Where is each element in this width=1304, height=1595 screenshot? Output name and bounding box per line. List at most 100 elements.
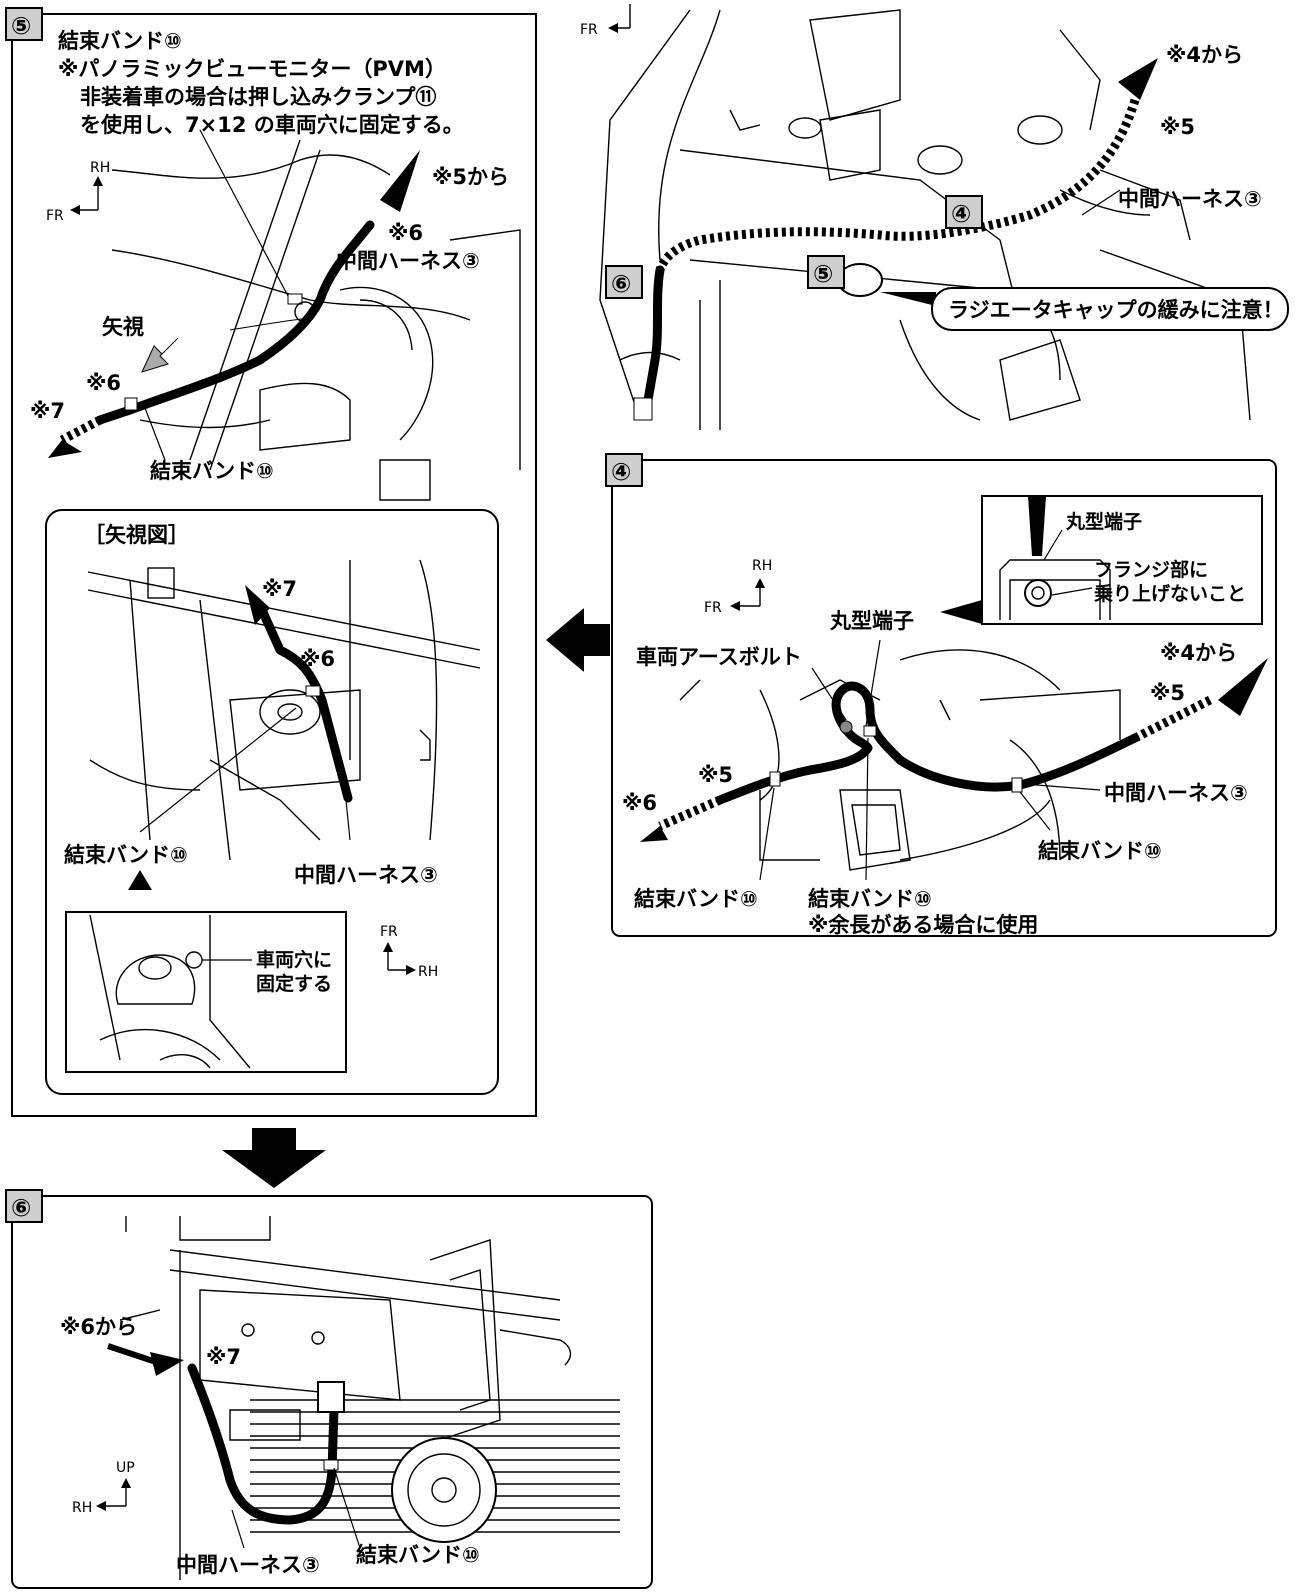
inset-flange-line2: 乗り上げないこと [1094,583,1246,605]
step6-from6: ※6から [60,1315,137,1339]
panel-step-6: ⑥ [5,1189,653,1589]
step5-dir-rh: RH [90,160,110,176]
caution-callout [931,287,1289,331]
panel-step-5: ⑤ 結束バンド⑩ ※パノラミックビューモニター（PVM） 非装着車の場合は押し込… [5,7,537,1117]
step-5-badge [5,7,43,41]
arrow-view-direction-indicator: FR RH [380,924,438,980]
step5-mark7: ※7 [30,399,65,423]
step4-harness-label: 中間ハーネス③ [1104,781,1248,805]
step4-band-right-label: 結束バンド⑩ [1038,839,1162,863]
step5-to7-arrow [48,440,82,458]
overview-harness-leader [1081,189,1121,216]
step-6-number: ⑥ [11,1194,31,1222]
arrow-view-lineart [87,559,481,861]
arrow-view-band-leader [139,707,297,833]
step5-note-line3: を使用し、7×12 の車両穴に固定する。 [80,113,464,137]
step5-note-line2: 非装着車の場合は押し込みクランプ⑪ [80,85,436,109]
caution-pointer [880,292,936,306]
arrow-view-frame [45,509,499,1095]
overview-connector [633,397,653,421]
terminal-leader [865,639,881,727]
step5-harness-path [95,220,375,425]
step5-vehicle-lineart [111,139,521,501]
overview-num5: ⑤ [813,260,833,288]
step4-terminal-label: 丸型端子 [829,609,914,633]
step6-mark7: ※7 [206,1345,241,1369]
caution-text: ラジエータキャップの緩みに注意！ [948,298,1284,322]
earth-bolt-icon [839,720,853,734]
panel-overview: FR ※4から [580,4,1289,430]
horn-center [431,1477,457,1503]
step4-direction-indicator: RH FR [704,558,772,616]
arrow-view-harness [257,605,353,803]
step4-from4-arrow [1218,658,1268,716]
step4-from4: ※4から [1160,641,1237,665]
arrow-view-mark7: ※7 [262,577,297,601]
inset-flange-leader [1051,587,1093,596]
step-4-badge [605,453,643,487]
step6-vehicle-lineart [119,1216,620,1580]
arrow-view-dir-fr: FR [380,924,398,940]
step6-direction-indicator: UP RH [72,1460,135,1516]
terminal-inset-lineart [999,496,1111,620]
step4-band-clip-mid [863,725,877,737]
step4-harness-leader [1023,783,1101,791]
panel-arrow-view: ［矢視図］ ※7 ※6 結束バンド⑩ 中間ハーネス③ [45,509,499,1095]
step5-mark6-low: ※6 [86,371,121,395]
step5-direction-indicator: RH FR [46,160,110,224]
step5-band-label: 結束バンド⑩ [150,459,274,483]
step6-band-leader [333,1467,361,1549]
arrow-view-mark6: ※6 [300,647,335,671]
step4-band-mid-label: 結束バンド⑩ [808,887,932,911]
step4-mark6: ※6 [622,791,657,815]
overview-vehicle-lineart [599,9,1251,430]
step4-dir-rh: RH [752,558,772,574]
overview-harness-solid [643,265,665,405]
arrow-view-to7-arrow [245,585,270,625]
step6-harness-leader [231,1509,245,1549]
step5-from5-label: ※5から [432,165,509,189]
arrow-view-dir-rh: RH [418,964,438,980]
flow-arrow-left [546,608,610,672]
step4-harness-dashed-in [1132,695,1213,743]
panel-6-frame [11,1195,653,1589]
step4-band-mid-leader [865,737,869,881]
overview-badge-5 [807,255,845,289]
step5-harness-dashed [59,416,103,444]
inset-terminal-leader [1043,529,1063,561]
step5-view-label: 矢視 [102,315,144,339]
step6-from6-arrow [150,1352,184,1376]
step4-band-left-label: 結束バンド⑩ [634,887,758,911]
overview-from4: ※4から [1166,43,1243,67]
flow-arrow-down [222,1128,326,1188]
arrow-view-harness-leader [345,799,351,841]
arrow-view-harness-label: 中間ハーネス③ [294,863,438,887]
overview-num4: ④ [951,200,971,228]
hole-inset-frame [65,911,347,1073]
overview-harness-label: 中間ハーネス③ [1118,187,1262,211]
step-5-number: ⑤ [11,12,31,40]
step4-harness-dashed-out [658,795,722,831]
step6-connector [317,1381,345,1413]
horn-inner [407,1453,481,1527]
step6-band-label: 結束バンド⑩ [356,1543,480,1567]
step4-band-mid-note: ※余長がある場合に使用 [808,913,1038,937]
step5-band-clip-upper [287,293,303,305]
step4-dir-fr: FR [704,600,722,616]
overview-num6: ⑥ [611,270,631,298]
step6-dir-rh: RH [72,1500,92,1516]
step5-from5-arrow [380,150,420,212]
overview-from4-arrow [1118,58,1158,100]
view-arrow-icon [141,337,179,373]
hole-inset-lineart [89,914,251,1069]
step5-vehicle-hole [294,301,316,323]
terminal-inset-pointer [940,600,982,624]
step5-dir-fr: FR [46,208,64,224]
step-6-badge [5,1189,43,1223]
step4-band-right-leader [1019,791,1051,831]
overview-badge-4 [945,195,983,229]
step4-band-left-leader [759,787,775,881]
step4-mark5-left: ※5 [698,763,733,787]
step6-dir-up: UP [116,1460,135,1476]
